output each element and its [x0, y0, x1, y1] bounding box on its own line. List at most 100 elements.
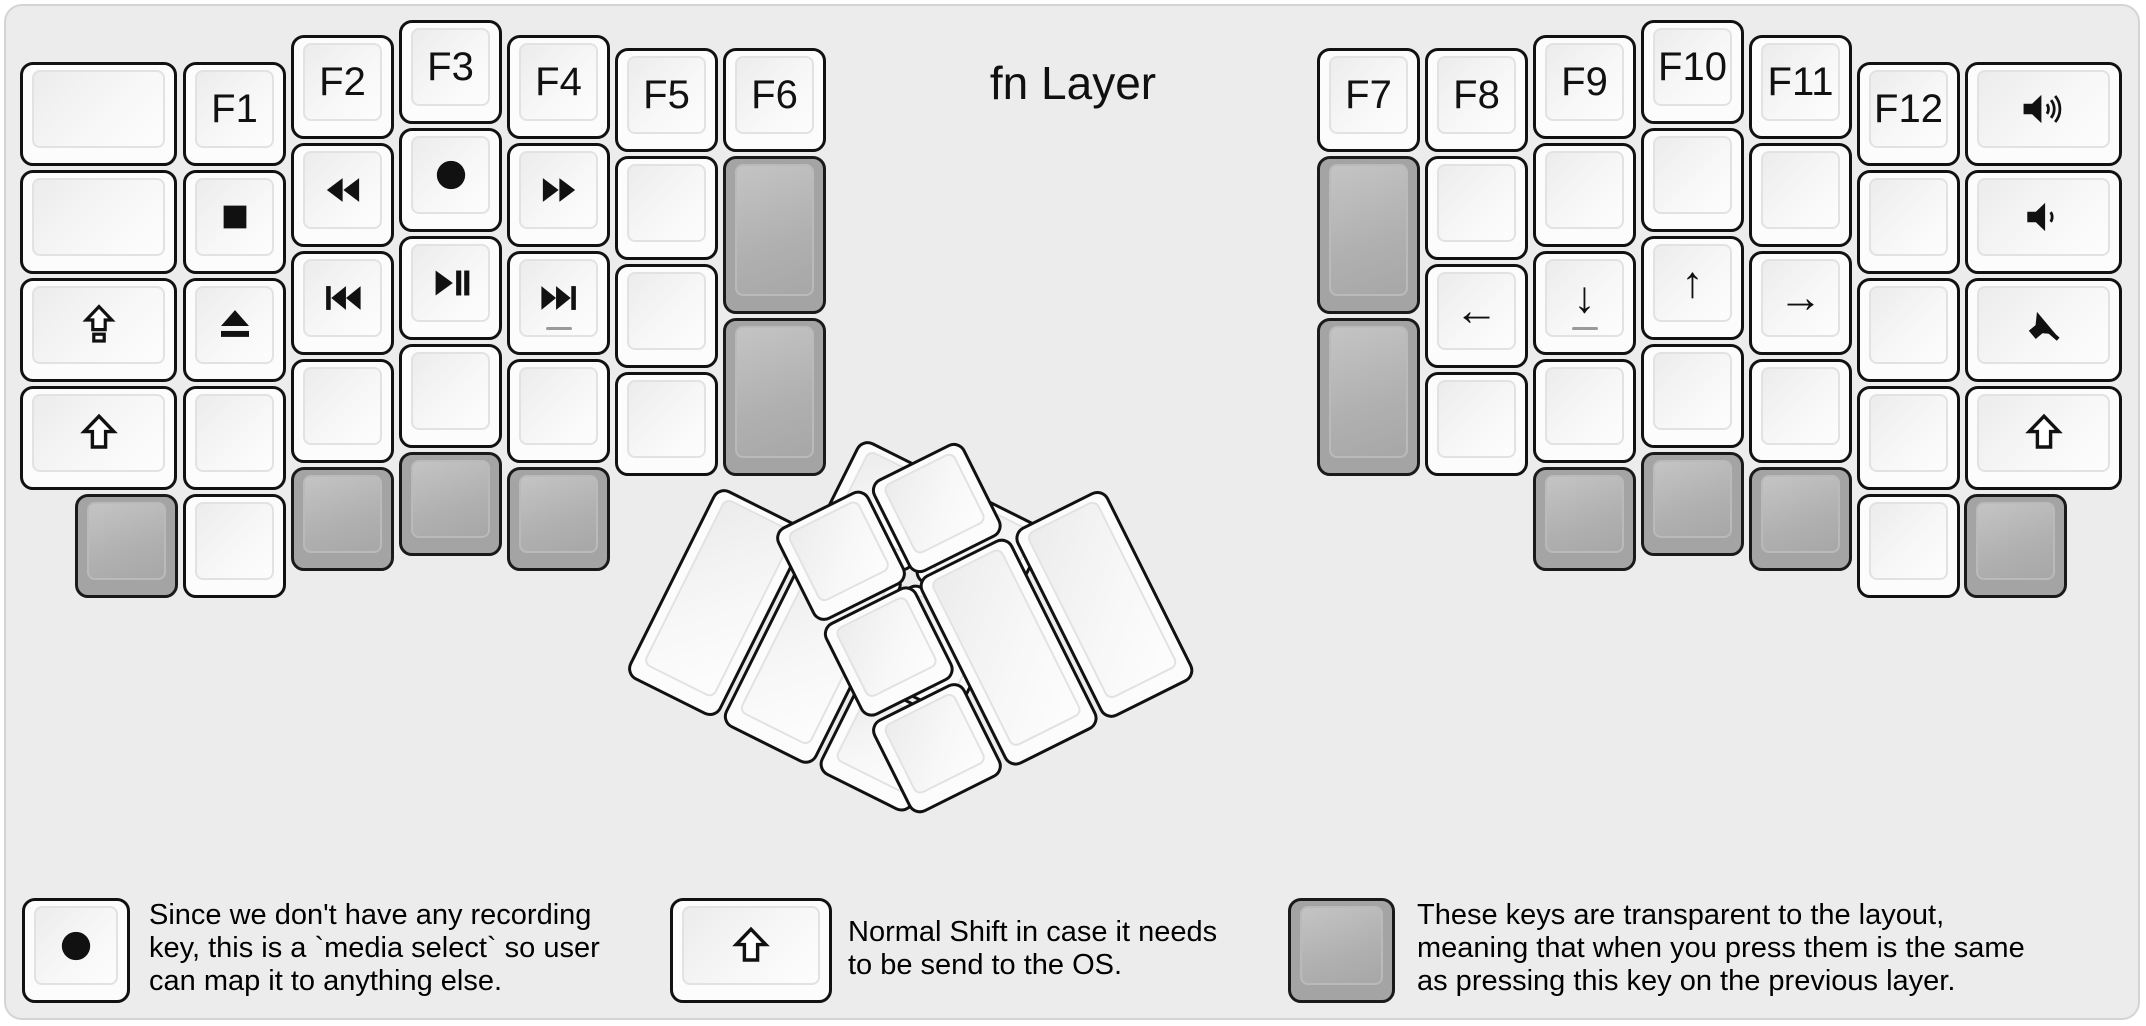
volume-down-icon — [2018, 191, 2070, 243]
key-arrow-left: ← — [1425, 264, 1528, 368]
shift-icon — [2020, 409, 2068, 457]
key-f4: F4 — [507, 35, 610, 139]
keycap-surface — [303, 151, 382, 229]
mute-icon — [2021, 302, 2067, 348]
key-label: F6 — [751, 72, 798, 117]
keycap-surface — [735, 164, 814, 296]
legend-text-line: as pressing this key on the previous lay… — [1417, 965, 1956, 997]
key-mute — [1965, 278, 2122, 382]
key-transparent — [1964, 494, 2067, 598]
key-arrow-up: ↑ — [1641, 236, 1744, 340]
key-caps-lock — [20, 278, 177, 382]
legend-text-line: Normal Shift in case it needs — [848, 916, 1218, 948]
key-stop — [183, 170, 286, 274]
record-icon — [53, 923, 99, 969]
homing-bar — [1571, 327, 1598, 330]
keycap-surface — [1977, 178, 2110, 256]
key-arrow-left-glyph: ← — [1454, 286, 1499, 335]
key-f11: F11 — [1749, 35, 1852, 139]
key-f1: F1 — [183, 62, 286, 166]
key-transparent — [75, 494, 178, 598]
key-label: F10 — [1658, 44, 1727, 89]
key-arrow-down: ↓ — [1533, 251, 1636, 355]
keycap-surface: → — [1761, 259, 1840, 337]
legend-text-line: can map it to anything else. — [149, 965, 503, 997]
keycap-surface: F6 — [735, 56, 814, 134]
legend-transparent-keys-text: These keys are transparent to the layout… — [1417, 899, 2025, 998]
keycap-surface — [1977, 286, 2110, 364]
key-blank — [20, 170, 177, 274]
keycap-surface — [411, 352, 490, 430]
keycap-surface: ↓ — [1545, 259, 1624, 337]
keycap-surface — [519, 367, 598, 445]
key-media-select-record — [399, 128, 502, 232]
key-blank — [1749, 359, 1852, 463]
keycap-surface — [519, 151, 598, 229]
key-blank — [291, 359, 394, 463]
keycap-surface: ↑ — [1653, 244, 1732, 322]
key-play-pause — [399, 236, 502, 340]
key-f3: F3 — [399, 20, 502, 124]
key-label: F8 — [1453, 72, 1500, 117]
key-blank — [183, 386, 286, 490]
key-f12: F12 — [1857, 62, 1960, 166]
keycap-surface: F1 — [195, 70, 274, 148]
keycap-surface — [1761, 151, 1840, 229]
shift-icon — [727, 922, 775, 970]
key-blank — [1857, 386, 1960, 490]
key-blank — [1857, 278, 1960, 382]
keycap-surface — [1869, 286, 1948, 364]
key-blank — [1641, 128, 1744, 232]
keycap-surface — [1545, 151, 1624, 229]
keycap-surface — [1653, 352, 1732, 430]
keycap-surface: F2 — [303, 43, 382, 121]
key-blank — [615, 264, 718, 368]
key-rewind — [291, 143, 394, 247]
keycap-surface — [303, 367, 382, 445]
keycap-surface — [881, 691, 988, 797]
rewind-icon — [321, 168, 365, 212]
keycap-surface — [833, 594, 940, 700]
keycap-surface — [195, 178, 274, 256]
key-transparent — [723, 318, 826, 476]
key-eject — [183, 278, 286, 382]
play-pause-icon — [429, 261, 473, 305]
shift-icon — [75, 409, 123, 457]
keycap-surface — [519, 475, 598, 553]
legend-text-line: to be send to the OS. — [848, 949, 1123, 981]
key-transparent — [1317, 156, 1420, 314]
legend-text-line: These keys are transparent to the layout… — [1417, 899, 1945, 931]
key-label: F11 — [1767, 59, 1834, 104]
keycap-surface — [1761, 475, 1840, 553]
keycap-surface — [627, 380, 706, 458]
keycap-surface — [1653, 460, 1732, 538]
key-blank — [1749, 143, 1852, 247]
keycap-surface — [519, 259, 598, 337]
legend-media-select-key — [22, 898, 130, 1003]
legend-transparent-keys-key — [1288, 898, 1395, 1003]
key-label: F7 — [1345, 72, 1392, 117]
keycap-surface — [303, 259, 382, 337]
keycap-surface: F3 — [411, 28, 490, 106]
keycap-surface — [1329, 164, 1408, 296]
stop-icon — [214, 196, 256, 238]
keycap-surface — [32, 178, 165, 256]
previous-track-icon — [321, 276, 365, 320]
keycap-surface — [32, 394, 165, 472]
keycap-surface — [34, 906, 118, 985]
key-blank — [615, 372, 718, 476]
keycap-surface — [303, 475, 382, 553]
keycap-surface: F4 — [519, 43, 598, 121]
keycap-surface — [1653, 136, 1732, 214]
key-f8: F8 — [1425, 48, 1528, 152]
keycap-surface — [1869, 502, 1948, 580]
key-blank — [1641, 344, 1744, 448]
key-blank — [615, 156, 718, 260]
keycap-surface — [1437, 164, 1516, 242]
keycap-surface — [411, 136, 490, 214]
key-transparent — [399, 452, 502, 556]
key-next-track — [507, 251, 610, 355]
keycap-surface — [1300, 906, 1383, 985]
